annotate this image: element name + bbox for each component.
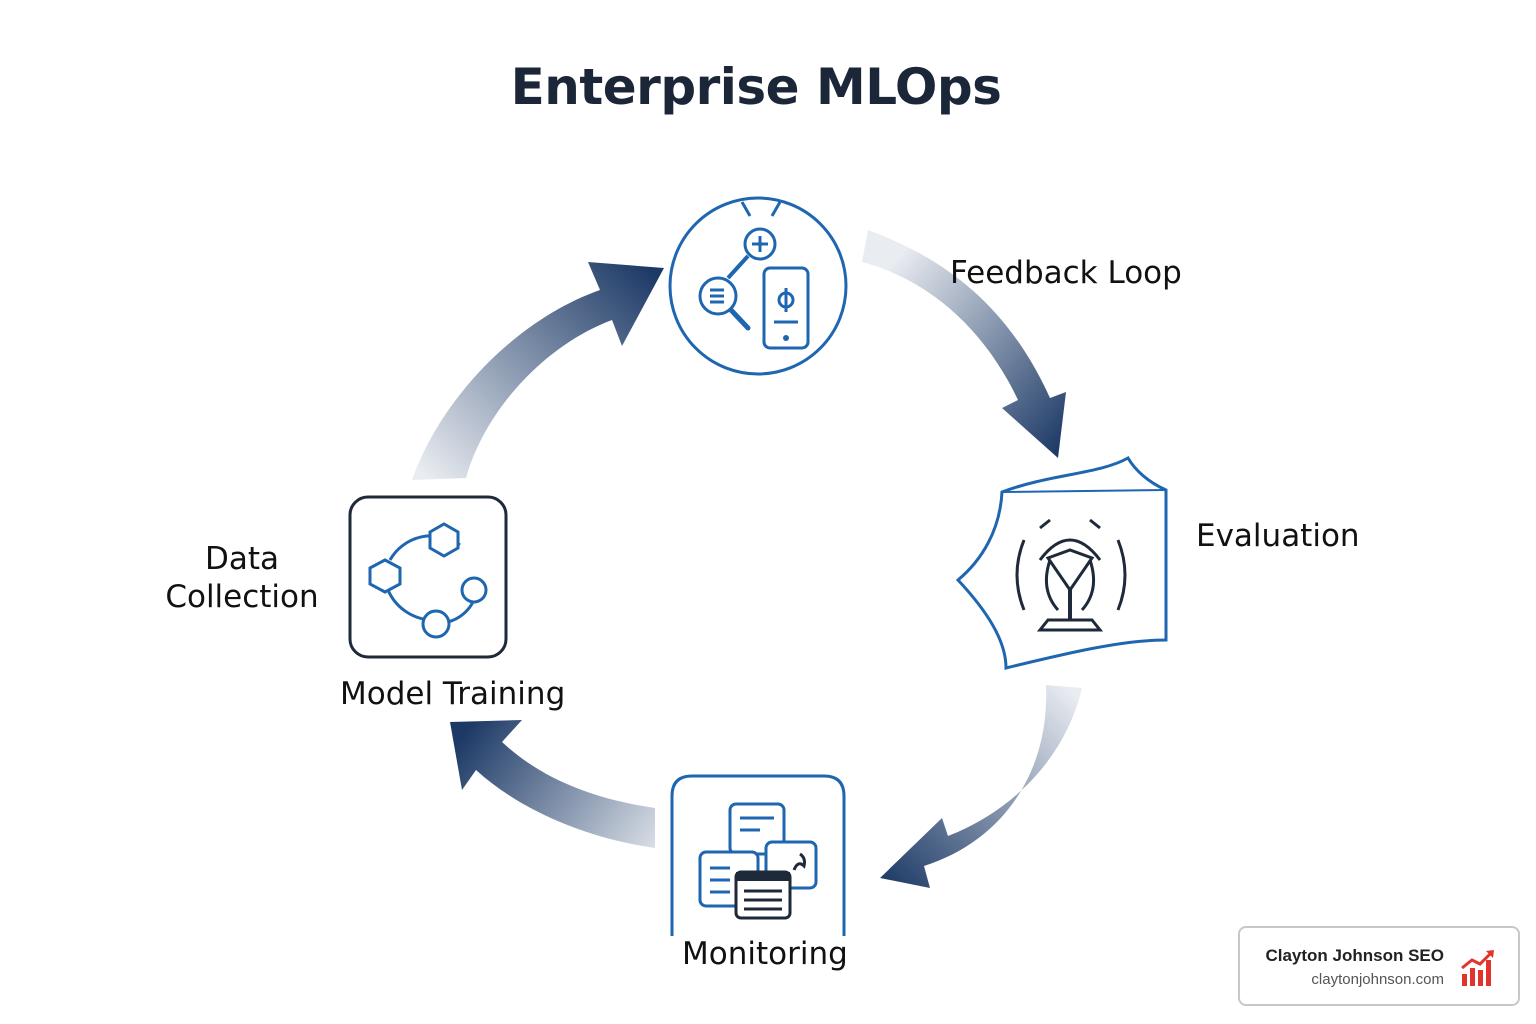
label-monitoring: Monitoring	[682, 936, 848, 972]
evaluation-machine-icon	[955, 455, 1168, 670]
arrow-right-to-bottom	[880, 685, 1082, 888]
hexagon-network-icon	[348, 495, 508, 659]
brand-url: claytonjohnson.com	[1311, 971, 1444, 988]
label-evaluation: Evaluation	[1196, 518, 1360, 554]
monitoring-windows-icon	[670, 774, 846, 936]
arrow-left-to-top	[412, 262, 664, 480]
label-feedback-loop: Feedback Loop	[950, 255, 1182, 291]
bar-chart-growth-icon	[1461, 950, 1494, 986]
brand-name: Clayton Johnson SEO	[1265, 946, 1444, 965]
diagram-title: Enterprise MLOps	[510, 58, 1002, 116]
brand-badge[interactable]: Clayton Johnson SEO claytonjohnson.com	[1238, 926, 1520, 1006]
label-model-training: Model Training	[340, 676, 566, 712]
arrow-top-to-right	[862, 230, 1066, 458]
label-data-collection: Data Collection	[165, 541, 319, 615]
arrow-bottom-to-left	[450, 720, 655, 848]
molecule-phone-search-icon	[668, 196, 848, 376]
